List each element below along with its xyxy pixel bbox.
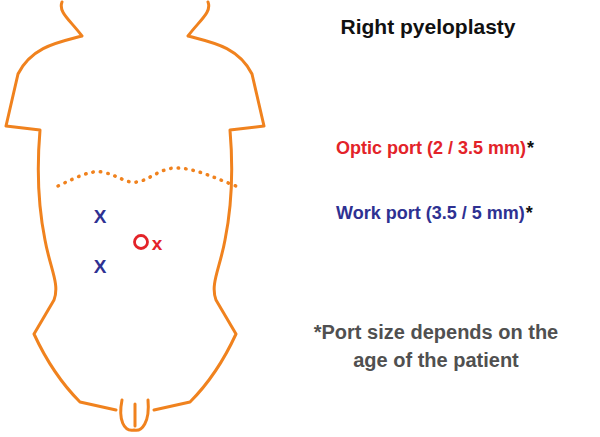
optic-port-legend: Optic port (2 / 3.5 mm) [336,138,526,160]
optic-port-mark: x [152,234,163,253]
torso-outline-left [6,2,116,410]
genital-outline [121,400,149,430]
footnote-asterisk: * [527,138,534,160]
neck-line [82,36,188,42]
footnote-text: *Port size depends on the age of the pat… [305,318,567,374]
costal-margin-dotted [58,168,236,186]
diagram-title: Right pyeloplasty [340,14,515,39]
torso-outline-right [154,2,264,410]
umbilical-optic-port-ring [135,236,148,249]
work-port-legend: Work port (3.5 / 5 mm) [336,203,525,225]
footnote-asterisk: * [526,203,533,225]
genital-line [134,404,137,426]
work-port-mark: X [94,257,107,276]
work-port-mark: X [94,207,107,226]
